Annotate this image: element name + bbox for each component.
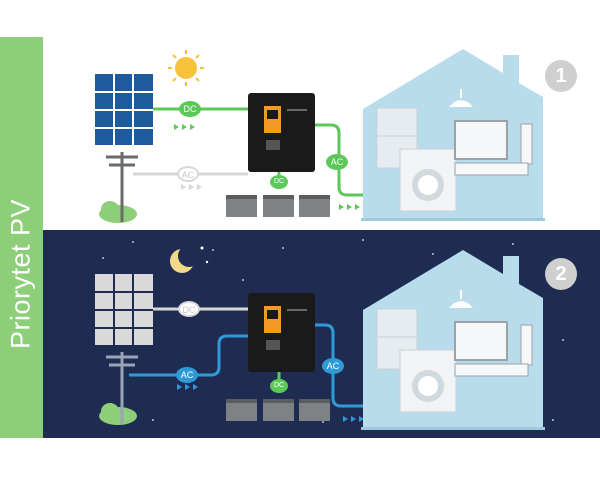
scenario-day-diagram — [95, 49, 545, 223]
washing-machine-icon — [399, 148, 457, 212]
grid-wire — [129, 334, 248, 377]
house-ac-label: AC — [326, 154, 348, 170]
scenario-number-badge: 1 — [545, 60, 577, 92]
pv-dc-label: DC — [179, 101, 201, 117]
sidebar-title: Priorytet PV — [5, 198, 36, 350]
sun-icon — [168, 50, 204, 86]
solar-panel-icon — [95, 74, 153, 145]
battery-icon — [226, 399, 330, 421]
scenario-night-diagram — [95, 239, 564, 430]
tv-icon — [454, 321, 533, 377]
power-pole-icon — [106, 152, 138, 222]
tree-icon — [99, 403, 137, 425]
battery-icon — [226, 195, 330, 217]
sidebar: Priorytet PV — [0, 37, 43, 438]
tv-icon — [454, 120, 533, 176]
inverter-icon — [248, 293, 315, 372]
fridge-icon — [376, 308, 418, 370]
ceiling-lamp-icon — [449, 89, 473, 107]
scenario-number-badge: 2 — [545, 258, 577, 290]
tree-icon — [99, 201, 137, 223]
grid-ac-label: AC — [177, 166, 199, 182]
solar-panel-icon — [95, 274, 153, 345]
scenario-day-panel: DC AC AC DC 1 — [43, 37, 600, 230]
inverter-icon — [248, 93, 315, 172]
moon-icon — [170, 245, 209, 273]
washing-machine-icon — [399, 349, 457, 413]
battery-dc-label: DC — [270, 175, 288, 189]
grid-ac-label: AC — [176, 367, 198, 383]
house-ac-label: AC — [322, 358, 344, 374]
pv-dc-label: DC — [178, 301, 200, 317]
power-pole-icon — [106, 352, 138, 424]
ceiling-lamp-icon — [449, 290, 473, 308]
battery-dc-label: DC — [270, 379, 288, 393]
scenario-night-panel: DC AC AC DC 2 — [43, 230, 600, 438]
